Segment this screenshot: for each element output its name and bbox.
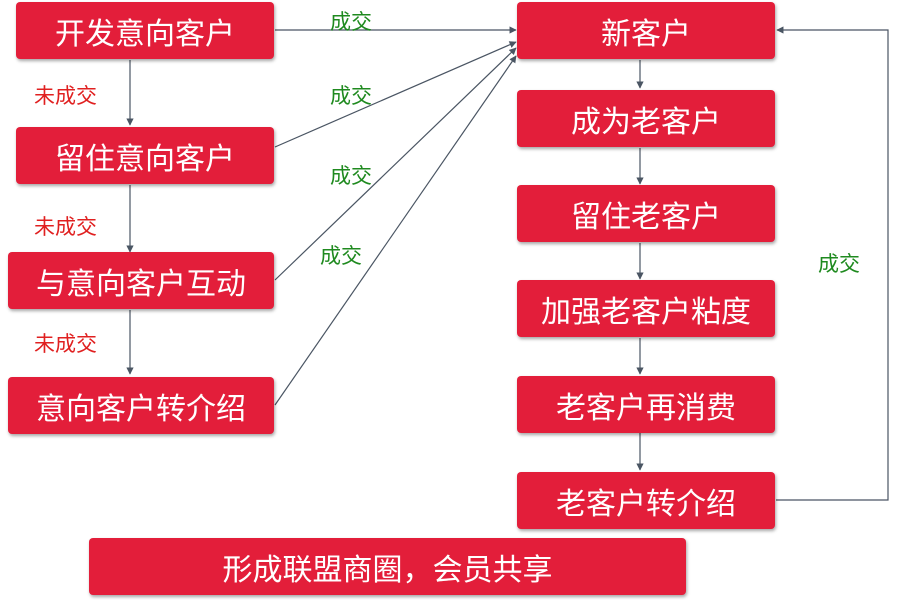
label-deal-1: 成交 xyxy=(330,10,372,34)
label-no-deal-3: 未成交 xyxy=(34,332,97,356)
label-deal-3: 成交 xyxy=(330,164,372,188)
arrow-interact-to-new xyxy=(274,47,517,281)
box-retain-prospects: 留住意向客户 xyxy=(16,127,274,184)
box-old-customer-referral: 老客户转介绍 xyxy=(517,472,775,529)
label-deal-2: 成交 xyxy=(330,84,372,108)
arrow-retain-to-new xyxy=(274,41,517,148)
box-strengthen-stickiness: 加强老客户粘度 xyxy=(517,280,775,337)
arrow-old-referral-to-new-loop xyxy=(776,26,889,501)
box-develop-prospects: 开发意向客户 xyxy=(16,2,274,59)
label-no-deal-2: 未成交 xyxy=(34,215,97,239)
box-new-customer: 新客户 xyxy=(517,2,775,59)
label-deal-loop: 成交 xyxy=(818,252,860,276)
box-alliance-circle: 形成联盟商圈，会员共享 xyxy=(89,538,686,595)
label-no-deal-1: 未成交 xyxy=(34,84,97,108)
arrow-referral-to-new xyxy=(274,55,517,406)
label-deal-4: 成交 xyxy=(320,244,362,268)
box-prospect-referral: 意向客户转介绍 xyxy=(8,377,274,434)
box-repurchase: 老客户再消费 xyxy=(517,376,775,433)
box-become-old-customer: 成为老客户 xyxy=(517,90,775,147)
box-interact-prospects: 与意向客户互动 xyxy=(8,252,274,309)
box-retain-old-customer: 留住老客户 xyxy=(517,185,775,242)
